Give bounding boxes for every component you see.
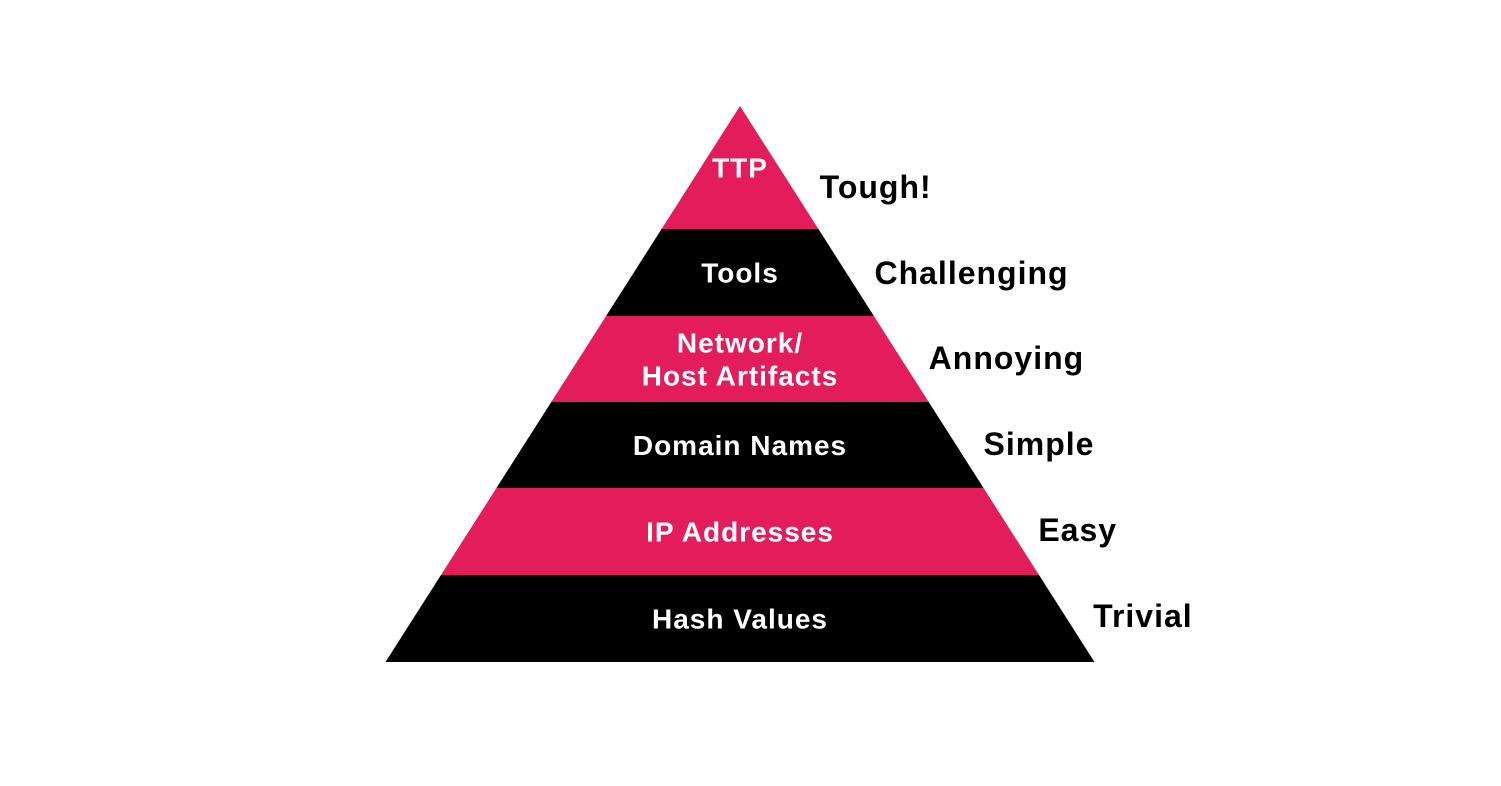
- difficulty-label-6: Trivial: [1093, 598, 1193, 634]
- difficulty-label-1: Tough!: [820, 169, 932, 205]
- pyramid-tier-5: [440, 488, 1040, 575]
- pyramid-tier-4: [496, 402, 984, 488]
- tier-label-2: Tools: [701, 258, 779, 289]
- tier-label-3-line-2: Host Artifacts: [642, 361, 839, 392]
- tier-label-5: IP Addresses: [646, 517, 834, 548]
- tier-label-1: TTP: [712, 153, 768, 184]
- pyramid-tier-6: [385, 575, 1095, 662]
- pyramid-tier-2: [606, 229, 874, 316]
- difficulty-label-5: Easy: [1038, 512, 1117, 548]
- pyramid-tier-3: [551, 316, 929, 402]
- tier-label-3-line-1: Network/: [677, 328, 803, 359]
- pyramid-tier-1: [661, 106, 819, 229]
- difficulty-label-3: Annoying: [929, 340, 1085, 376]
- difficulty-label-4: Simple: [984, 426, 1095, 462]
- difficulty-label-2: Challenging: [874, 255, 1068, 291]
- tier-label-6: Hash Values: [652, 604, 828, 635]
- tier-label-4: Domain Names: [633, 430, 847, 461]
